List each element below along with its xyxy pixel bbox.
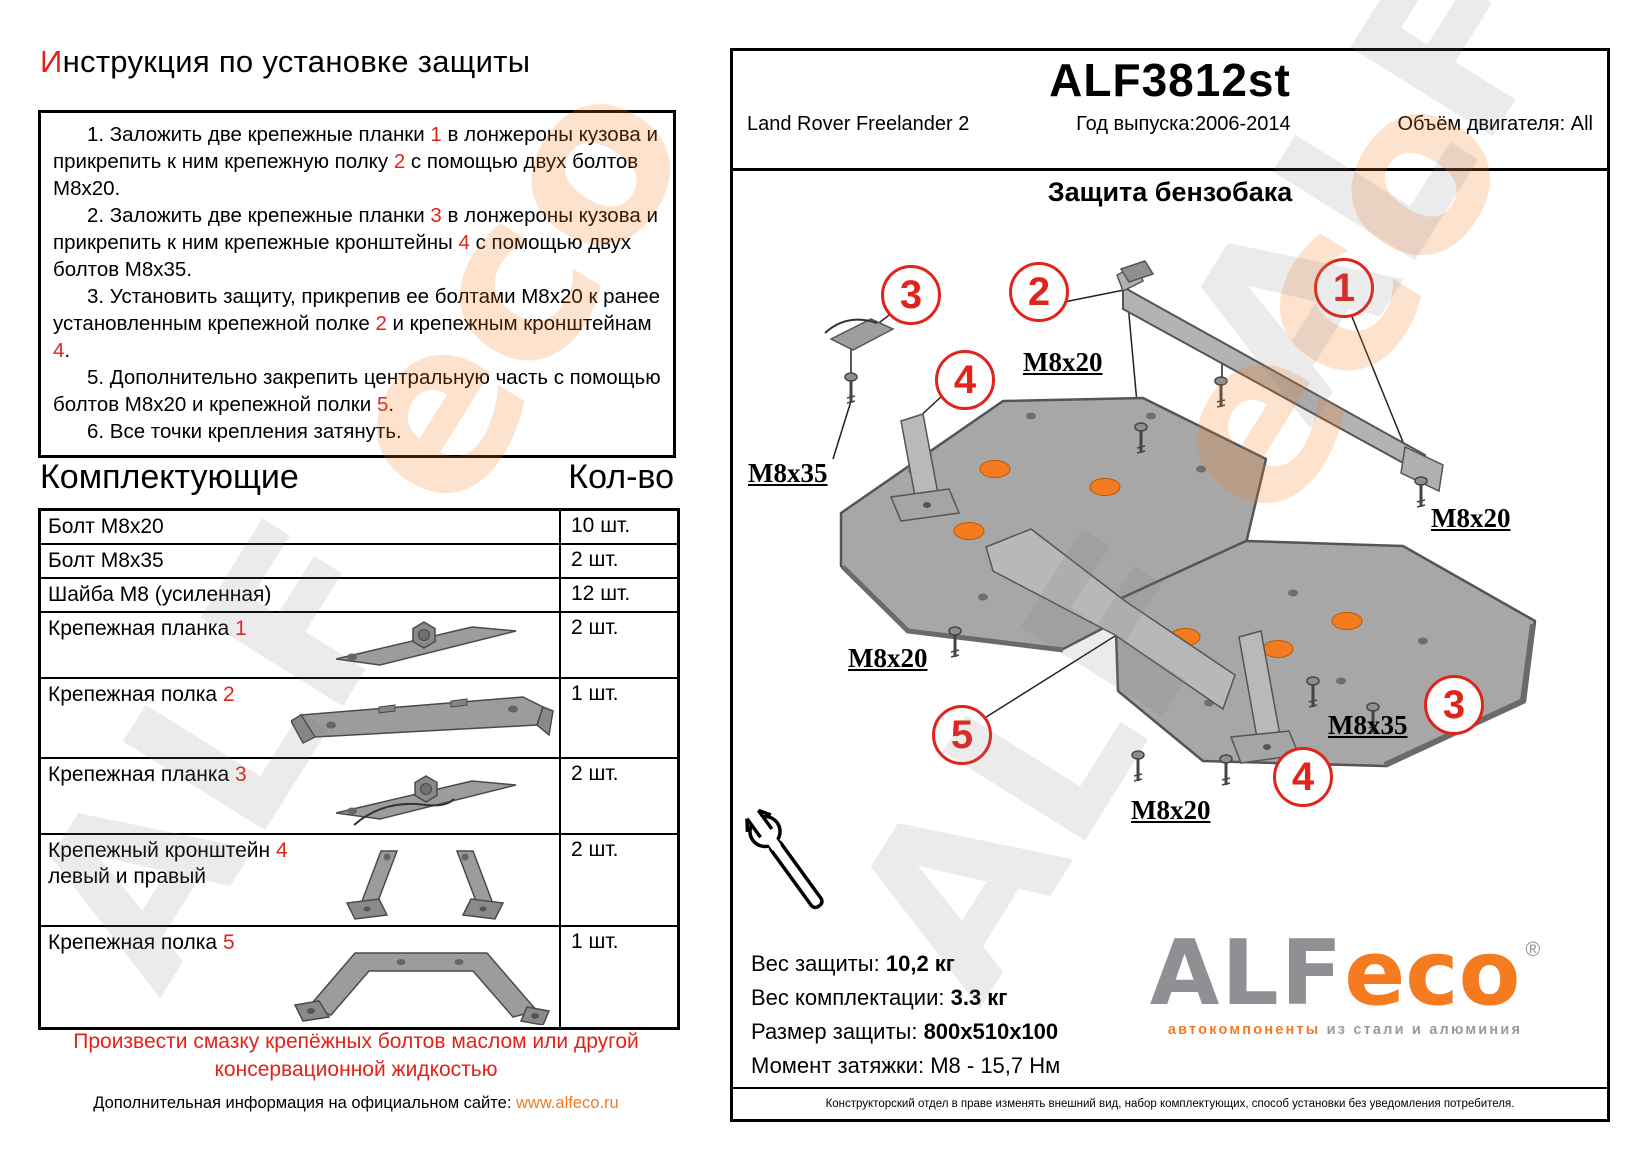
logo-text-eco: eco — [1344, 921, 1521, 1026]
callout-4b: 4 — [1273, 747, 1333, 807]
callout-3: 3 — [881, 265, 941, 325]
part-illustration-brackets-4 — [288, 835, 559, 925]
callout-5: 5 — [932, 705, 992, 765]
part-name: Крепежная планка 1 — [48, 617, 247, 640]
specs-block: Вес защиты: 10,2 кг Вес комплектации: 3.… — [751, 947, 1060, 1083]
part-illustration — [288, 545, 559, 577]
registered-trademark: ® — [1525, 939, 1541, 961]
spec-label: Момент затяжки: — [751, 1053, 931, 1078]
part-qty: 2 шт. — [559, 545, 677, 577]
part-row: Болт М8х35 2 шт. — [41, 543, 677, 577]
spec-value: 800х510х100 — [923, 1019, 1059, 1044]
part-name: Болт М8х20 — [48, 515, 164, 538]
instructions-box: 1. Заложить две крепежные планки 1 в лон… — [38, 110, 676, 458]
spec-label: Размер защиты: — [751, 1019, 924, 1044]
part-row: Шайба М8 (усиленная) 12 шт. — [41, 577, 677, 611]
part-illustration-bar-1 — [288, 613, 559, 677]
spec-row: Размер защиты: 800х510х100 — [751, 1015, 1060, 1049]
spec-value: 3.3 кг — [950, 985, 1008, 1010]
brand-ovals — [953, 460, 1121, 540]
part-qty: 12 шт. — [559, 579, 677, 611]
clamp-bar — [824, 318, 895, 351]
instructions-list: 1. Заложить две крепежные планки 1 в лон… — [53, 123, 661, 443]
part-illustration-shelf-5 — [288, 927, 559, 1027]
part-row: Болт М8х20 10 шт. — [41, 511, 677, 543]
bolt-label-m8x20: М8х20 — [1023, 347, 1103, 377]
part-illustration — [288, 511, 559, 543]
spec-row: Вес комплектации: 3.3 кг — [751, 981, 1060, 1015]
part-qty: 2 шт. — [559, 759, 677, 833]
part-name: Крепежная полка 2 — [48, 683, 235, 706]
part-row: Крепежная полка 2 1 шт. — [41, 677, 677, 757]
components-header-row: Комплектующие Кол-во — [40, 458, 674, 497]
disclaimer: Конструкторский отдел в праве изменять в… — [733, 1087, 1607, 1119]
part-name: Крепежная планка 3 — [48, 763, 247, 786]
part-qty: 1 шт. — [559, 927, 677, 1027]
part-qty: 10 шт. — [559, 511, 677, 543]
spec-row: Вес защиты: 10,2 кг — [751, 947, 1060, 981]
part-name: Болт М8х35 — [48, 549, 164, 572]
callout-3b: 3 — [1424, 675, 1484, 735]
lubrication-note: Произвести смазку крепёжных болтов масло… — [73, 1030, 639, 1081]
assembly-diagram: Защита бензобака 1 2 3 4 5 3 4 М8х20 М8х… — [733, 169, 1607, 949]
bolt-label-m8x20: М8х20 — [848, 643, 928, 673]
part-row: Крепежная планка 1 2 шт. — [41, 611, 677, 677]
part-qty: 2 шт. — [559, 613, 677, 677]
central-strap — [985, 528, 1236, 711]
panel-header: ALF3812st Land Rover Freelander 2 Год вы… — [733, 53, 1607, 171]
callout-2: 2 — [1009, 262, 1069, 322]
part-qty: 2 шт. — [559, 835, 677, 925]
spec-value: М8 - 15,7 Нм — [930, 1053, 1061, 1078]
part-illustration-shelf-2 — [288, 679, 559, 757]
site-text: Дополнительная информация на официальном… — [93, 1094, 516, 1112]
mounting-shelf-bar — [1116, 260, 1444, 493]
logo-text-alf: ALF — [1149, 921, 1345, 1026]
part-illustration-bar-3 — [288, 759, 559, 833]
logo-tagline: автокомпоненты из стали и алюминия — [1167, 1021, 1523, 1038]
spec-label: Вес защиты: — [751, 951, 886, 976]
spec-label: Вес комплектации: — [751, 985, 951, 1010]
alfeco-logo: ALFeco® автокомпоненты из стали и алюмин… — [1105, 926, 1585, 1038]
part-code: ALF3812st — [1049, 54, 1291, 106]
callout-1: 1 — [1314, 258, 1374, 318]
vehicle-info-row: Land Rover Freelander 2 Год выпуска:2006… — [733, 107, 1607, 136]
diagram-drawing — [744, 260, 1537, 910]
bolt-label-m8x35: М8х35 — [748, 458, 828, 488]
bolt-label-m8x20: М8х20 — [1131, 795, 1211, 825]
car-model: Land Rover Freelander 2 — [747, 113, 970, 135]
bolt-label-m8x20: М8х20 — [1431, 503, 1511, 533]
part-qty: 1 шт. — [559, 679, 677, 757]
right-panel: ALF3812st Land Rover Freelander 2 Год вы… — [730, 48, 1610, 1122]
page-title: Инструкция по установке защиты — [40, 44, 530, 80]
part-row: Крепежная планка 3 2 шт. — [41, 757, 677, 833]
engine-volume: Объём двигателя: All — [1397, 113, 1593, 135]
site-link[interactable]: www.alfeco.ru — [516, 1094, 619, 1112]
parts-table: Болт М8х20 10 шт. Болт М8х35 2 шт. Шайба… — [38, 508, 680, 1030]
spec-value: 10,2 кг — [885, 951, 955, 976]
wrench-icon — [744, 807, 824, 910]
diagram-title: Защита бензобака — [1047, 177, 1293, 207]
logo-wordmark: ALFeco® — [1105, 926, 1585, 1022]
production-years: Год выпуска:2006-2014 — [1076, 113, 1291, 135]
bolt-label-m8x35: М8х35 — [1328, 710, 1408, 740]
spec-row: Момент затяжки: М8 - 15,7 Нм — [751, 1049, 1060, 1083]
title-rest: нструкция по установке защиты — [62, 44, 531, 79]
components-header: Комплектующие — [40, 458, 299, 496]
part-name: Шайба М8 (усиленная) — [48, 583, 272, 606]
part-name: Крепежная полка 5 — [48, 931, 235, 954]
part-row: Крепежная полка 5 1 шт. — [41, 925, 677, 1027]
part-illustration — [288, 579, 559, 611]
site-info: Дополнительная информация на официальном… — [38, 1094, 674, 1113]
callout-4: 4 — [935, 350, 995, 410]
title-first-letter: И — [40, 44, 63, 79]
quantity-header: Кол-во — [568, 458, 674, 496]
left-bracket — [889, 413, 961, 522]
